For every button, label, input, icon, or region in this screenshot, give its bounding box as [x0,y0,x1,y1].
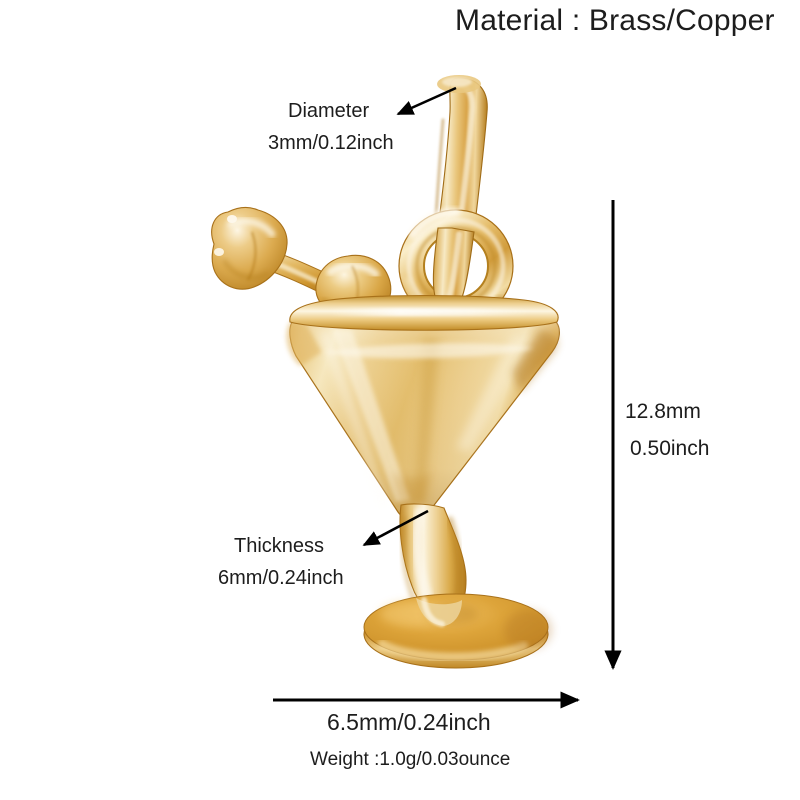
glass-base [363,593,552,669]
diameter-label: Diameter [288,100,370,122]
height-value-mm: 12.8mm [625,400,701,423]
height-value-inch: 0.50inch [630,437,710,460]
weight-value: Weight :1.0g/0.03ounce [310,749,511,770]
thickness-value: 6mm/0.24inch [218,567,344,589]
thickness-label: Thickness [234,535,325,557]
width-value: 6.5mm/0.24inch [327,709,491,735]
glass-bowl [286,294,560,520]
diameter-value: 3mm/0.12inch [268,132,394,154]
material-label: Material : Brass/Copper [455,4,775,37]
